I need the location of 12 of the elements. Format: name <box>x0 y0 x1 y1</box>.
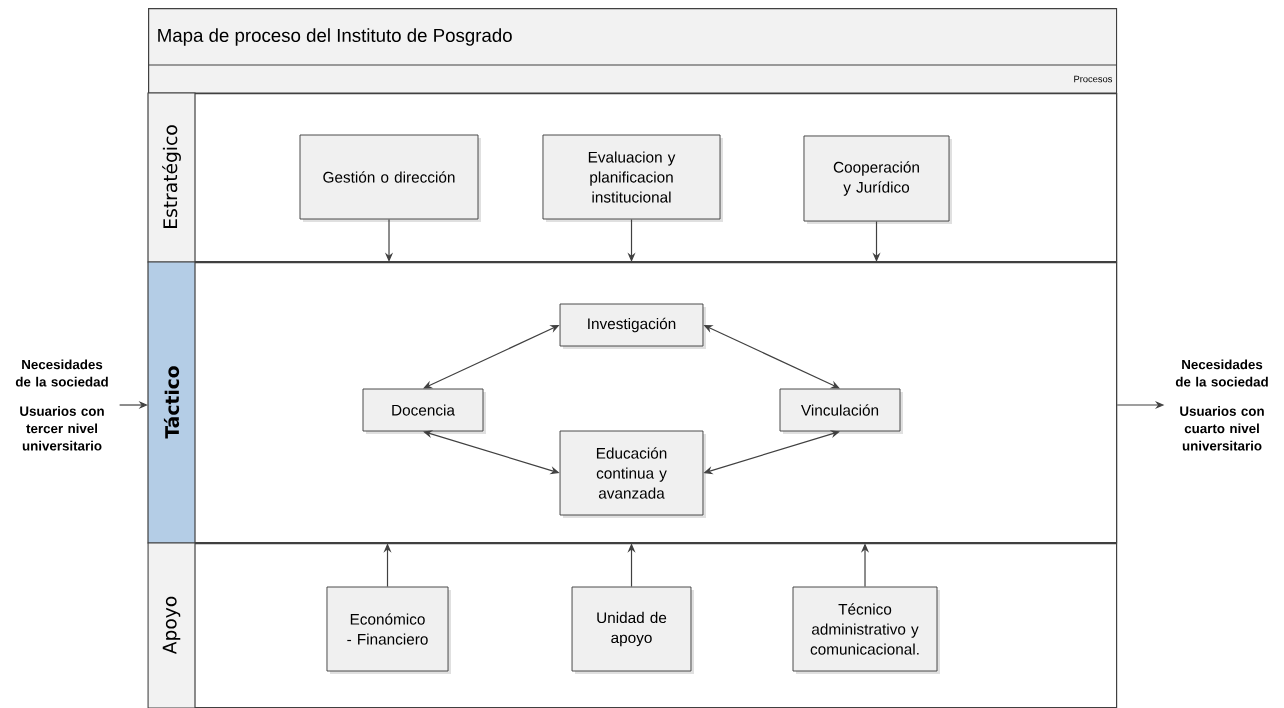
process-box: Vinculación <box>779 388 903 434</box>
process-box: Docencia <box>362 388 486 434</box>
process-box: Evaluacion y planificacion institucional <box>542 134 723 222</box>
process-box: Educación continua y avanzada <box>559 430 706 518</box>
side-note: Necesidades de la sociedad Usuarios con cuarto nivel universitario <box>1175 359 1268 451</box>
process-box: Técnico administrativo y comunicacional. <box>792 586 940 674</box>
process-box: Económico - Financiero <box>326 586 451 674</box>
process-box: Cooperación y Jurídico <box>803 135 952 224</box>
process-box: Investigación <box>559 303 706 349</box>
side-note: Necesidades de la sociedad Usuarios con tercer nivel universitario <box>15 359 108 451</box>
process-box: Unidad de apoyo <box>571 586 694 674</box>
process-box: Gestión o dirección <box>299 134 481 222</box>
